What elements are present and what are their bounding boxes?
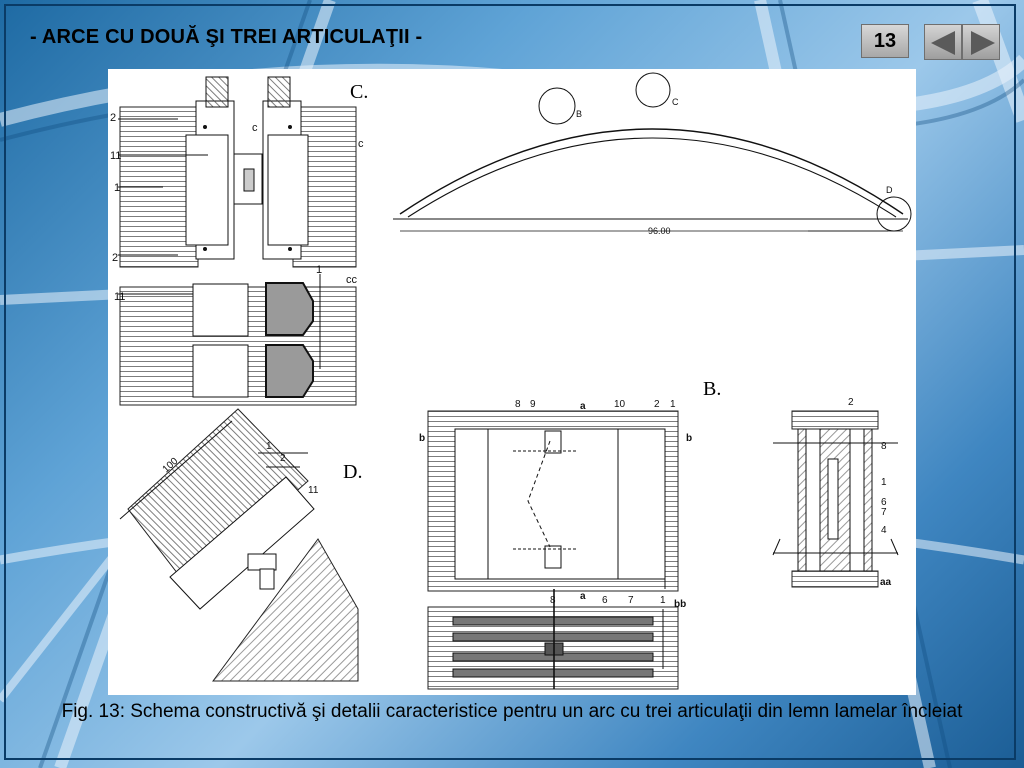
label-number: 7 xyxy=(628,595,634,606)
detail-d-drawing xyxy=(119,408,359,682)
arch-callout-d: D xyxy=(886,185,893,195)
section-mark: b xyxy=(686,433,692,444)
label-number: 2 xyxy=(112,252,118,264)
label-number: 9 xyxy=(530,399,536,410)
section-mark: b xyxy=(419,433,425,444)
panel-label-b: B. xyxy=(703,378,722,400)
slide-frame xyxy=(4,4,1016,760)
technical-figure: 2 11 1 2 11 1 c c cc B C D 96.00 xyxy=(108,69,916,695)
section-mark: c xyxy=(252,122,258,134)
triangle-right-icon xyxy=(971,31,995,55)
arch-callout-b: B xyxy=(576,109,582,119)
label-number: 1 xyxy=(114,182,120,194)
label-number: 1 xyxy=(881,477,887,488)
detail-aa-drawing xyxy=(772,410,899,588)
label-number: 6 xyxy=(602,595,608,606)
label-number: 11 xyxy=(110,150,121,162)
section-mark: aa xyxy=(880,577,892,588)
panel-label-d: D. xyxy=(343,461,363,483)
detail-c-drawing xyxy=(118,76,357,406)
figure-caption: Fig. 13: Schema constructivă şi detalii … xyxy=(61,701,963,722)
label-number: 2 xyxy=(280,453,286,464)
label-number: 1 xyxy=(316,264,322,276)
label-number: 8 xyxy=(881,441,887,452)
label-number: 2 xyxy=(848,397,854,408)
label-number: 4 xyxy=(881,525,887,536)
detail-aa-labels: 2 8 1 6 7 4 aa xyxy=(848,397,892,588)
label-number: 11 xyxy=(308,485,319,496)
label-number: 1 xyxy=(670,399,676,410)
figure-drawing: 2 11 1 2 11 1 c c cc B C D 96.00 xyxy=(110,72,912,690)
page-number: 13 xyxy=(861,24,909,58)
arch-drawing xyxy=(393,72,912,232)
label-number: 2 xyxy=(110,112,116,124)
slide-title: - ARCE CU DOUĂ ŞI TREI ARTICULAŢII - xyxy=(30,26,423,48)
label-number: 6 xyxy=(881,497,887,508)
label-number: 8 xyxy=(515,399,521,410)
label-number: 8 xyxy=(550,595,556,606)
label-number: 1 xyxy=(266,441,272,452)
panel-label-c: C. xyxy=(350,81,369,103)
detail-b-labels: 8 9 10 2 1 8 6 7 1 a a b b bb xyxy=(419,399,692,610)
label-number: 7 xyxy=(881,507,887,518)
label-number: 2 xyxy=(654,399,660,410)
previous-slide-button[interactable] xyxy=(924,24,962,60)
next-slide-button[interactable] xyxy=(962,24,1000,60)
arch-callout-c: C xyxy=(672,97,679,107)
label-number: 10 xyxy=(614,399,626,410)
arch-span-dimension: 96.00 xyxy=(648,226,671,236)
triangle-left-icon xyxy=(931,31,955,55)
arch-labels: B C D 96.00 xyxy=(576,97,893,236)
section-mark: c xyxy=(358,138,364,150)
section-mark: a xyxy=(580,401,586,412)
section-mark: bb xyxy=(674,599,686,610)
label-number: 1 xyxy=(660,595,666,606)
section-mark: a xyxy=(580,591,586,602)
detail-c-labels: 2 11 1 2 11 1 c c cc xyxy=(110,112,364,303)
detail-b-drawing xyxy=(427,410,679,690)
section-mark: cc xyxy=(346,274,358,286)
label-number: 11 xyxy=(114,291,125,303)
